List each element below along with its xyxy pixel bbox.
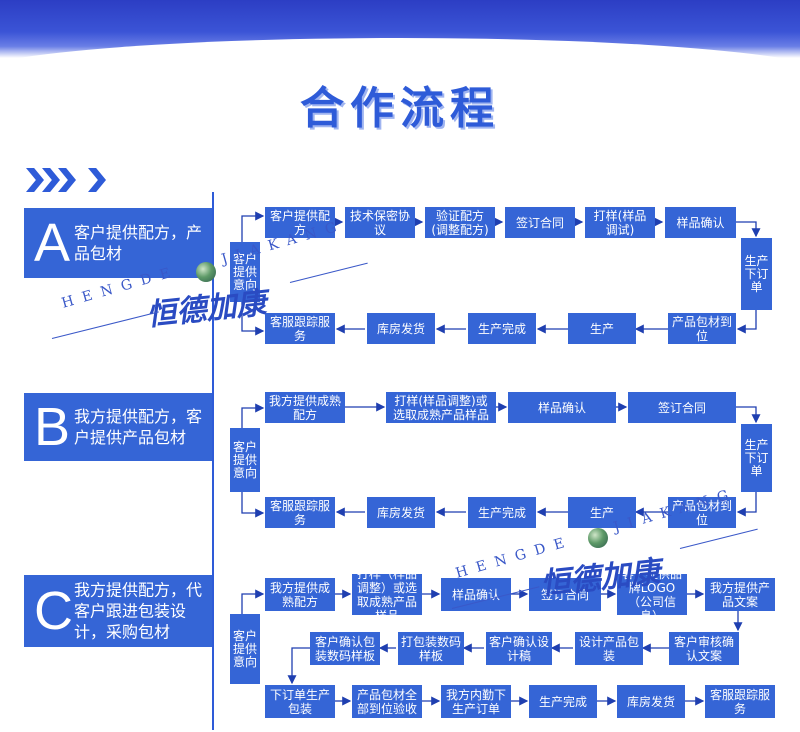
- section-description: 客户提供配方，产品包材: [74, 223, 203, 263]
- flow-step: 生产完成: [529, 685, 597, 718]
- step-production-order: 生产下订单: [741, 424, 772, 492]
- step-customer-intent: 客户提供意向: [230, 428, 260, 492]
- section-letter: C: [34, 581, 73, 641]
- flow-step: 签订合同: [505, 207, 575, 238]
- globe-icon: [588, 528, 608, 548]
- flow-step: 产品包材全部到位验收: [352, 685, 422, 718]
- section-letter: B: [34, 397, 71, 457]
- section-a-label: A 客户提供配方，产品包材: [24, 208, 212, 278]
- flow-step: 样品确认: [665, 207, 736, 238]
- flow-step: 签订合同: [529, 578, 601, 611]
- flow-step: 生产完成: [468, 497, 536, 528]
- flow-step: 客服跟踪服务: [265, 497, 335, 528]
- flow-step: 设计产品包装: [575, 632, 643, 665]
- flow-step: 生产: [568, 313, 636, 344]
- step-production-order: 生产下订单: [741, 238, 772, 310]
- step-customer-intent: 客户提供意向: [230, 242, 260, 302]
- flow-step: 产品包材到位: [668, 313, 736, 344]
- flow-step: 客服跟踪服务: [705, 685, 775, 718]
- flow-step: 我方提供产品文案: [705, 578, 775, 611]
- flow-step: 我方内勤下生产订单: [441, 685, 511, 718]
- flow-step: 库房发货: [367, 313, 435, 344]
- vertical-divider: [212, 192, 214, 730]
- flow-step: 生产: [568, 497, 636, 528]
- section-description: 我方提供配方，客户提供产品包材: [74, 407, 203, 447]
- flow-step: 样品确认: [508, 392, 616, 423]
- flow-step: 库房发货: [367, 497, 435, 528]
- flow-step: 我方提供成熟配方: [265, 392, 345, 423]
- page-title: 合作流程: [300, 83, 500, 134]
- flow-step: 技术保密协议: [345, 207, 415, 238]
- step-customer-intent: 客户提供意向: [230, 614, 260, 684]
- flow-step: 库房发货: [617, 685, 685, 718]
- flow-step: 下订单生产包装: [265, 685, 335, 718]
- flow-step: 生产完成: [468, 313, 536, 344]
- section-c-label: C 我方提供配方，代客户跟进包装设计，采购包材: [24, 575, 212, 647]
- flow-step: 客户确认设计稿: [486, 632, 552, 665]
- section-b-label: B 我方提供配方，客户提供产品包材: [24, 393, 212, 461]
- globe-icon: [196, 262, 216, 282]
- flow-step: 打样(样品调试): [585, 207, 655, 238]
- flow-step: 打包装数码样板: [398, 632, 464, 665]
- section-letter: A: [34, 213, 71, 273]
- flow-step: 客户确认包装数码样板: [310, 632, 380, 665]
- flow-step: 打样(样品调整)或选取成熟产品样品: [386, 392, 496, 423]
- flow-step: 打样（样品调整）或选取成熟产品样品: [352, 567, 422, 623]
- flow-step: 签订合同: [628, 392, 736, 423]
- flow-step: 我方提供成熟配方: [265, 578, 335, 611]
- flow-step: 客户提供配方: [265, 207, 335, 238]
- flow-step: 客户审核确认文案: [669, 632, 739, 665]
- flow-step: 样品确认: [441, 578, 511, 611]
- flow-step: 客服跟踪服务: [265, 313, 335, 344]
- flow-step: 产品包材到位: [668, 497, 736, 528]
- header-banner: [0, 0, 800, 78]
- section-description: 我方提供配方，代客户跟进包装设计，采购包材: [74, 580, 203, 642]
- flow-step: 验证配方(调整配方): [425, 207, 495, 238]
